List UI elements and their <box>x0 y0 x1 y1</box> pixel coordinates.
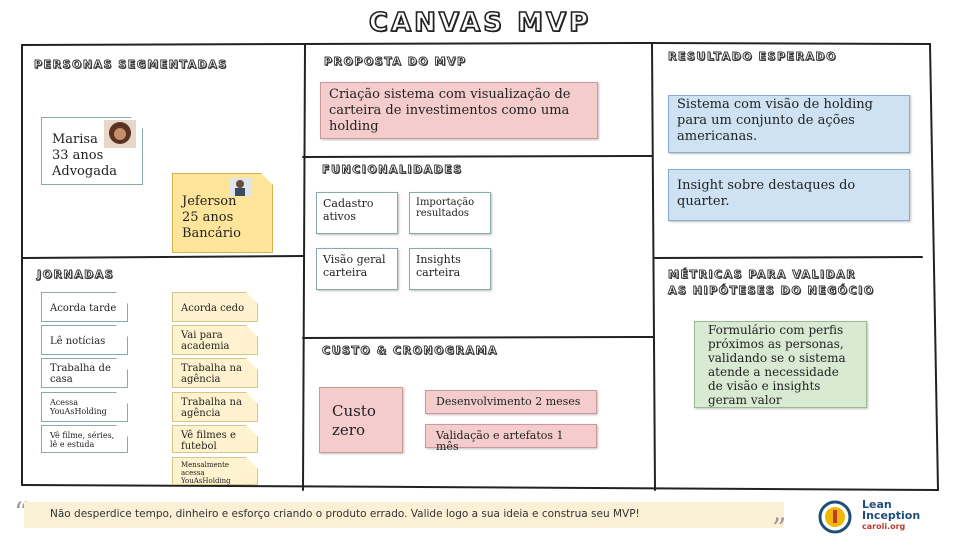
cronograma-desenvolvimento: Desenvolvimento 2 meses <box>425 390 597 414</box>
jornada-marisa-item: Acorda tarde <box>41 292 128 322</box>
resultado-note-1: Sistema com visão de holding para um con… <box>668 95 910 153</box>
section-metricas-title-1: MÉTRICAS PARA VALIDAR <box>668 268 857 282</box>
canvas-title: CANVAS MVP <box>368 7 592 39</box>
brand-line-2: Inception <box>862 509 921 522</box>
funcionalidade-visao-geral: Visão geral carteira <box>316 248 398 290</box>
proposta-text: Criação sistema com visualização de cart… <box>329 87 571 134</box>
section-funcionalidades-title: FUNCIONALIDADES <box>322 163 463 177</box>
persona-photo-jeferson <box>229 178 251 196</box>
section-custo-title: CUSTO & CRONOGRAMA <box>322 344 498 358</box>
brand-line-1: Lean <box>862 498 892 511</box>
footer-quote-banner: Não desperdice tempo, dinheiro e esforço… <box>24 502 784 528</box>
jornada-jeferson-item: Trabalha na agência <box>172 392 258 422</box>
jornada-marisa-item: Lê notícias <box>41 325 128 355</box>
section-personas-title: PERSONAS SEGMENTADAS <box>34 58 228 72</box>
resultado-text-1: Sistema com visão de holding para um con… <box>677 97 873 144</box>
jornada-jeferson-item: Vai para academia <box>172 325 258 355</box>
persona-photo-marisa <box>104 120 136 148</box>
jornada-marisa-item: Acessa YouAsHolding <box>41 392 128 422</box>
lean-inception-logo-icon <box>818 500 852 534</box>
funcionalidade-cadastro-ativos: Cadastro ativos <box>316 192 398 234</box>
jornada-jeferson-item: Trabalha na agência <box>172 358 258 388</box>
persona-name: Jeferson <box>182 194 237 209</box>
persona-card-jeferson: Jeferson 25 anos Bancário <box>172 173 273 253</box>
section-resultado-title: RESULTADO ESPERADO <box>668 50 837 64</box>
jornada-jeferson-item: Mensalmente acessa YouAsHolding <box>172 457 258 485</box>
persona-age: 33 anos <box>52 148 104 163</box>
funcionalidade-importacao-resultados: Importação resultados <box>409 192 491 234</box>
jornada-jeferson-item: Vê filmes e futebol <box>172 425 258 453</box>
persona-job: Advogada <box>52 164 118 179</box>
resultado-text-2: Insight sobre destaques do quarter. <box>677 178 856 209</box>
section-metricas-title-2: AS HIPÓTESES DO NEGÓCIO <box>668 284 875 298</box>
jornada-marisa-item: Trabalha de casa <box>41 358 128 388</box>
cronograma-validacao: Validação e artefatos 1 mês <box>425 424 597 452</box>
jornada-jeferson-item: Acorda cedo <box>172 292 258 322</box>
section-proposta-title: PROPOSTA DO MVP <box>324 55 467 69</box>
jornada-marisa-item: Vê filme, séries, lê e estuda <box>41 425 128 453</box>
persona-name: Marisa <box>52 132 98 147</box>
funcionalidade-insights: Insights carteira <box>409 248 491 290</box>
proposta-note: Criação sistema com visualização de cart… <box>320 82 598 139</box>
lean-inception-brand: Lean Inception caroli.org <box>862 499 920 532</box>
custo-note: Custo zero <box>319 387 403 453</box>
close-quote-icon: ” <box>772 512 787 545</box>
footer-quote-text: Não desperdice tempo, dinheiro e esforço… <box>50 508 640 520</box>
metricas-note: Formulário com perfis próximos as person… <box>694 321 867 408</box>
section-jornadas-title: JORNADAS <box>37 268 115 282</box>
persona-card-marisa: Marisa 33 anos Advogada <box>41 117 143 185</box>
persona-job: Bancário <box>182 226 241 241</box>
persona-age: 25 anos <box>182 210 234 225</box>
brand-line-3: caroli.org <box>862 522 906 531</box>
resultado-note-2: Insight sobre destaques do quarter. <box>668 169 910 221</box>
